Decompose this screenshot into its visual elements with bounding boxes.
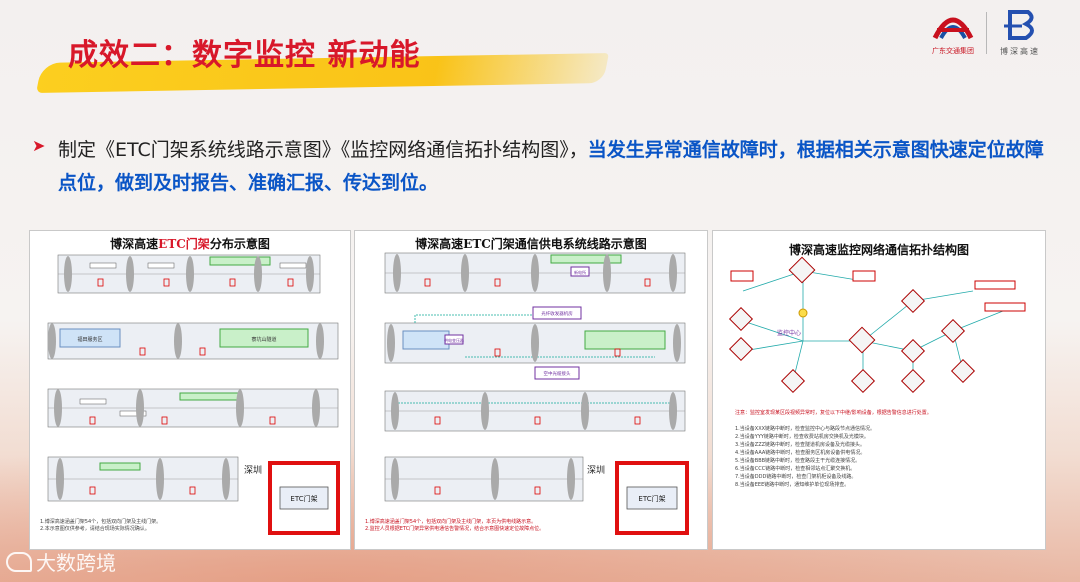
page-title: 成效二：数字监控 新动能 xyxy=(68,38,421,73)
router-nodes xyxy=(728,256,976,394)
road-section-3 xyxy=(384,390,686,432)
boshen-logo: 博深高速 xyxy=(992,8,1048,57)
etc-gantry-legend-box: ETC门架 xyxy=(268,461,340,535)
gantry-distribution-diagram: 博深高速ETC门架分布示意图 福田服务区 寮坑山隧道 xyxy=(29,230,351,550)
panel2-drawing: 新电所 光纤收发器机房 供电变压器 空中光缆接头 xyxy=(384,252,689,535)
road-section-3 xyxy=(47,388,339,428)
svg-text:供电变压器: 供电变压器 xyxy=(444,337,464,343)
logo-divider xyxy=(986,12,987,54)
road-section-2: 福田服务区 寮坑山隧道 xyxy=(47,322,339,360)
watermark-logo-icon xyxy=(6,552,32,572)
road-section-1 xyxy=(57,254,321,294)
svg-text:光纤收发器机房: 光纤收发器机房 xyxy=(541,310,573,317)
panel3-warning: 注意：监控室发现某区段视频异常时，复位以下中继/影响设备，根据告警信息进行处置。 xyxy=(735,410,932,416)
svg-text:寮坑山隧道: 寮坑山隧道 xyxy=(251,336,276,343)
red-gantry-markers xyxy=(424,278,651,495)
network-topology-diagram: 博深高速监控网络通信拓扑结构图 xyxy=(712,230,1046,550)
svg-text:ETC门架: ETC门架 xyxy=(638,494,665,503)
road-section-2: 光纤收发器机房 供电变压器 空中光缆接头 xyxy=(384,306,686,380)
paragraph-normal-text: 制定《ETC门架系统线路示意图》《监控网络通信拓扑结构图》， xyxy=(58,139,588,161)
boshen-logo-icon xyxy=(1004,10,1034,40)
edge-devices xyxy=(730,270,1026,318)
panel1-title: 博深高速ETC门架分布示意图 xyxy=(110,237,270,251)
svg-text:空中光缆接头: 空中光缆接头 xyxy=(544,370,571,377)
watermark: 大数跨境 xyxy=(6,547,116,576)
panel3-lines: 1.当设备XXX链路中断时，检查监控中心与路段节点通信情况。 2.当设备YYY链… xyxy=(735,426,876,488)
road-section-1: 新电所 xyxy=(384,252,686,294)
power-line-diagram: 博深高速ETC门架通信供电系统线路示意图 新电所 光纤收发器机房 供电变压器 xyxy=(354,230,708,550)
road-section-4: 深圳 xyxy=(384,456,605,502)
road-section-4: 深圳 xyxy=(47,456,262,502)
red-gantry-markers xyxy=(89,278,294,495)
svg-text:深圳: 深圳 xyxy=(244,465,262,476)
panel3-drawing: 监控中心 xyxy=(728,256,1026,394)
panel1-notes: 1.博深高速涵盖门架54个，包括双向门架及主线门架。 2.本示意图仅供参考，请结… xyxy=(40,519,162,532)
panel3-title: 博深高速监控网络通信拓扑结构图 xyxy=(788,243,969,257)
body-paragraph: 制定《ETC门架系统线路示意图》《监控网络通信拓扑结构图》，当发生异常通信故障时… xyxy=(58,134,1048,200)
panel2-title: 博深高速ETC门架通信供电系统线路示意图 xyxy=(415,237,647,251)
svg-text:新电所: 新电所 xyxy=(574,269,586,275)
logo-group: 广东交通集团 博深高速 xyxy=(928,8,1058,58)
guangdong-transport-logo: 广东交通集团 xyxy=(928,8,978,56)
bullet-arrow-icon: ➤ xyxy=(32,136,46,155)
guangdong-transport-logo-icon xyxy=(932,17,974,40)
paragraph-highlight-text: 当发生异常通信故障时，根据相关示意图快速定位故障点位，做到及时报告、准确汇报、传… xyxy=(58,139,1044,194)
etc-gantry-legend-box: ETC门架 xyxy=(615,461,689,535)
panel1-drawing: 福田服务区 寮坑山隧道 深圳 xyxy=(47,254,340,535)
svg-text:深圳: 深圳 xyxy=(587,465,605,476)
svg-text:福田服务区: 福田服务区 xyxy=(77,336,102,343)
svg-text:ETC门架: ETC门架 xyxy=(290,494,317,503)
panel2-notes: 1.博深高速涵盖门架54个，包括双向门架及主线门架，本页为供电线路示意。 2.监… xyxy=(365,519,545,532)
svg-text:监控中心: 监控中心 xyxy=(777,329,801,337)
